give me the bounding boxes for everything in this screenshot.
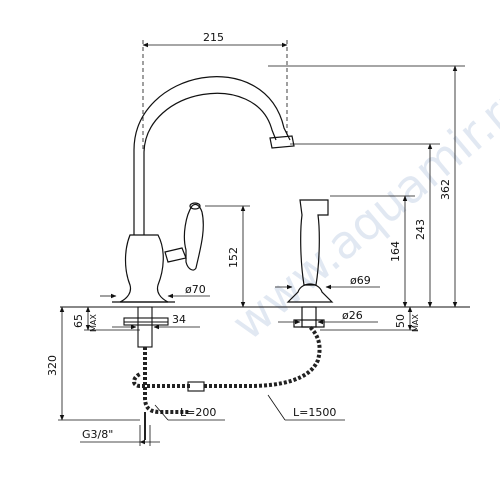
spout-inner xyxy=(143,92,277,235)
sprayer-washer xyxy=(293,319,325,328)
dim-sprayer-deck-max-label: MAX xyxy=(411,314,420,332)
dim-connection-thread: G3/8" xyxy=(82,428,113,441)
sprayer xyxy=(286,199,334,328)
sprayer-hose xyxy=(204,325,322,388)
shank-washer xyxy=(123,317,169,326)
dim-sprayer-deck-max: 50 xyxy=(394,314,407,328)
dim-spout-reach: 215 xyxy=(203,31,224,44)
faucet-body xyxy=(112,76,295,303)
dim-lever-height: 152 xyxy=(227,247,240,268)
dim-sprayer-shank-diameter: ø26 xyxy=(342,309,363,322)
dimension-lines xyxy=(58,40,465,446)
dim-total-height: 362 xyxy=(439,179,452,200)
dim-base-diameter: ø70 xyxy=(185,283,206,296)
dim-shank-diameter: 34 xyxy=(172,313,186,326)
faucet-base xyxy=(119,234,169,303)
shank-body xyxy=(137,306,153,348)
sprayer-base xyxy=(286,283,334,303)
dim-hose-length-main: L=200 xyxy=(180,406,216,419)
dim-deck-max-label: MAX xyxy=(89,314,98,332)
dim-spout-height: 243 xyxy=(414,219,427,240)
dim-hose-length-sprayer: L=1500 xyxy=(293,406,336,419)
spout-outer xyxy=(133,76,291,235)
spout-aerator xyxy=(269,135,295,149)
lever-handle xyxy=(183,203,204,271)
lever-cap xyxy=(189,202,201,210)
dim-sprayer-base-diameter: ø69 xyxy=(350,274,371,287)
hose-coupling xyxy=(187,381,205,392)
dim-sprayer-height: 164 xyxy=(389,241,402,262)
main-hose xyxy=(143,347,190,414)
dim-hose-drop: 320 xyxy=(46,355,59,376)
hoses xyxy=(132,325,322,440)
supply-hose xyxy=(132,372,190,388)
dim-deck-max: 65 xyxy=(72,314,85,328)
lever-hub xyxy=(164,247,187,263)
main-shank xyxy=(123,306,169,348)
